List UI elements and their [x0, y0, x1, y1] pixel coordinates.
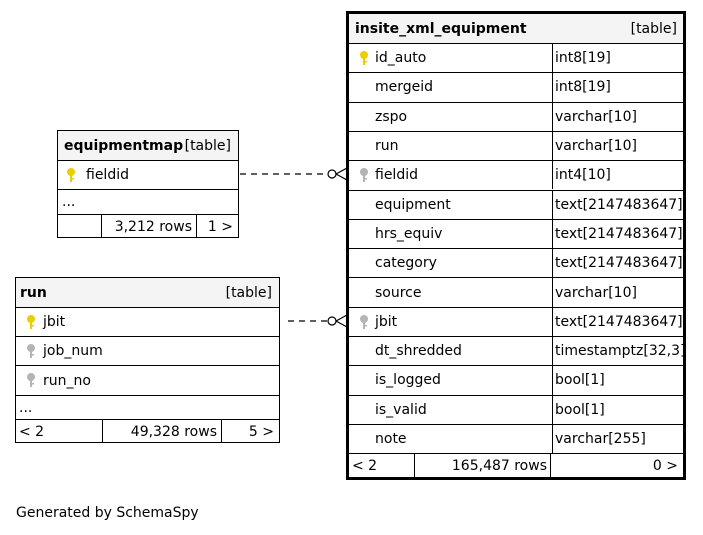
- column-name: category: [375, 255, 437, 272]
- relationship-crowfoot: [335, 167, 348, 175]
- column-row[interactable]: zspo varchar[10]: [349, 101, 683, 131]
- table-insite-xml-equipment[interactable]: insite_xml_equipment [table] id_auto int8…: [346, 11, 686, 480]
- table-header[interactable]: insite_xml_equipment [table]: [349, 14, 683, 43]
- column-name: jbit: [43, 314, 66, 330]
- column-name: source: [375, 284, 422, 301]
- column-name: hrs_equiv: [375, 225, 443, 242]
- column-row[interactable]: equipment text[2147483647]: [349, 189, 683, 219]
- column-row[interactable]: dt_shredded timestamptz[32,3]: [349, 336, 686, 366]
- ellipsis: ...: [19, 399, 33, 416]
- foreign-key-icon: [358, 167, 370, 187]
- column-name: is_valid: [375, 401, 427, 418]
- column-name: zspo: [375, 108, 408, 125]
- column-name: id_auto: [375, 50, 427, 67]
- table-header[interactable]: run [table]: [16, 278, 279, 307]
- column-row[interactable]: jbit text[2147483647]: [349, 306, 683, 336]
- column-row[interactable]: hrs_equiv text[2147483647]: [349, 218, 683, 249]
- column-type: varchar[10]: [555, 108, 637, 125]
- column-name: job_num: [43, 343, 103, 359]
- column-type: int8[19]: [555, 79, 611, 96]
- table-footer: < 2 165,487 rows 0 >: [349, 453, 683, 478]
- column-row[interactable]: mergeid int8[19]: [349, 72, 683, 102]
- table-name[interactable]: equipmentmap: [64, 137, 184, 154]
- index-key-icon: [25, 343, 37, 363]
- column-row[interactable]: run_no: [16, 365, 279, 395]
- table-header[interactable]: equipmentmap [table]: [58, 131, 238, 160]
- ellipsis: ...: [62, 194, 76, 210]
- column-name: is_logged: [375, 372, 441, 389]
- column-name: mergeid: [375, 79, 434, 96]
- table-equipmentmap[interactable]: equipmentmap [table] fieldid ... 3,212 r…: [57, 130, 239, 238]
- parents-count[interactable]: < 2: [19, 423, 45, 440]
- column-row[interactable]: is_valid bool[1]: [349, 394, 683, 424]
- column-row[interactable]: category text[2147483647]: [349, 248, 683, 278]
- column-type: timestamptz[32,3]: [555, 343, 686, 360]
- column-row[interactable]: job_num: [16, 336, 279, 365]
- relationship-crowfoot: [335, 173, 348, 181]
- row-count: 3,212 rows: [114, 218, 192, 235]
- column-name: note: [375, 431, 407, 448]
- index-key-icon: [25, 372, 37, 392]
- table-name[interactable]: insite_xml_equipment: [355, 20, 527, 37]
- children-count[interactable]: 0 >: [652, 458, 678, 474]
- column-name: dt_shredded: [375, 343, 462, 360]
- column-type: bool[1]: [555, 372, 605, 389]
- column-type: bool[1]: [555, 401, 605, 418]
- column-name: run_no: [43, 372, 91, 389]
- row-count: 49,328 rows: [130, 423, 217, 440]
- relationship-optional-marker: [327, 169, 337, 179]
- more-columns: ...: [58, 189, 238, 214]
- children-count[interactable]: 1 >: [207, 218, 233, 235]
- relationship-crowfoot: [335, 314, 348, 322]
- column-type: text[2147483647]: [555, 225, 683, 242]
- column-row[interactable]: is_logged bool[1]: [349, 365, 683, 395]
- column-type: varchar[10]: [555, 284, 637, 301]
- foreign-key-icon: [358, 314, 370, 334]
- primary-key-icon: [65, 167, 77, 187]
- column-row[interactable]: fieldid int4[10]: [349, 160, 683, 190]
- parents-count[interactable]: < 2: [352, 458, 378, 474]
- row-count: 165,487 rows: [451, 458, 547, 474]
- column-row[interactable]: source varchar[10]: [349, 277, 683, 307]
- column-type: text[2147483647]: [555, 196, 683, 213]
- column-name: fieldid: [86, 167, 129, 183]
- column-row[interactable]: note varchar[255]: [349, 423, 683, 454]
- column-name: run: [375, 138, 399, 155]
- column-row[interactable]: run varchar[10]: [349, 130, 683, 161]
- column-row[interactable]: id_auto int8[19]: [349, 43, 683, 73]
- column-type: int4[10]: [555, 167, 611, 184]
- column-type: text[2147483647]: [555, 255, 683, 272]
- more-columns: ...: [16, 395, 279, 419]
- relationship-crowfoot: [335, 320, 348, 328]
- column-row[interactable]: fieldid: [58, 160, 238, 189]
- table-type-label: [table]: [630, 20, 677, 37]
- table-type-label: [table]: [225, 284, 272, 301]
- children-count[interactable]: 5 >: [248, 423, 274, 440]
- column-row[interactable]: jbit: [16, 307, 279, 336]
- column-type: varchar[10]: [555, 138, 637, 155]
- generated-by-text: Generated by SchemaSpy: [16, 505, 199, 521]
- column-name: fieldid: [375, 167, 418, 184]
- table-footer: < 2 49,328 rows 5 >: [16, 419, 279, 443]
- relationship-optional-marker: [327, 316, 337, 326]
- column-type: varchar[255]: [555, 431, 646, 448]
- column-type: text[2147483647]: [555, 313, 683, 330]
- primary-key-icon: [358, 50, 370, 70]
- table-name[interactable]: run: [20, 284, 47, 301]
- primary-key-icon: [25, 314, 37, 334]
- column-type: int8[19]: [555, 50, 611, 67]
- column-name: jbit: [375, 313, 398, 330]
- table-footer: 3,212 rows 1 >: [58, 214, 238, 238]
- column-name: equipment: [375, 196, 451, 213]
- table-type-label: [table]: [184, 137, 231, 154]
- table-run[interactable]: run [table] jbit job_num run_no ... < 2 …: [15, 277, 280, 443]
